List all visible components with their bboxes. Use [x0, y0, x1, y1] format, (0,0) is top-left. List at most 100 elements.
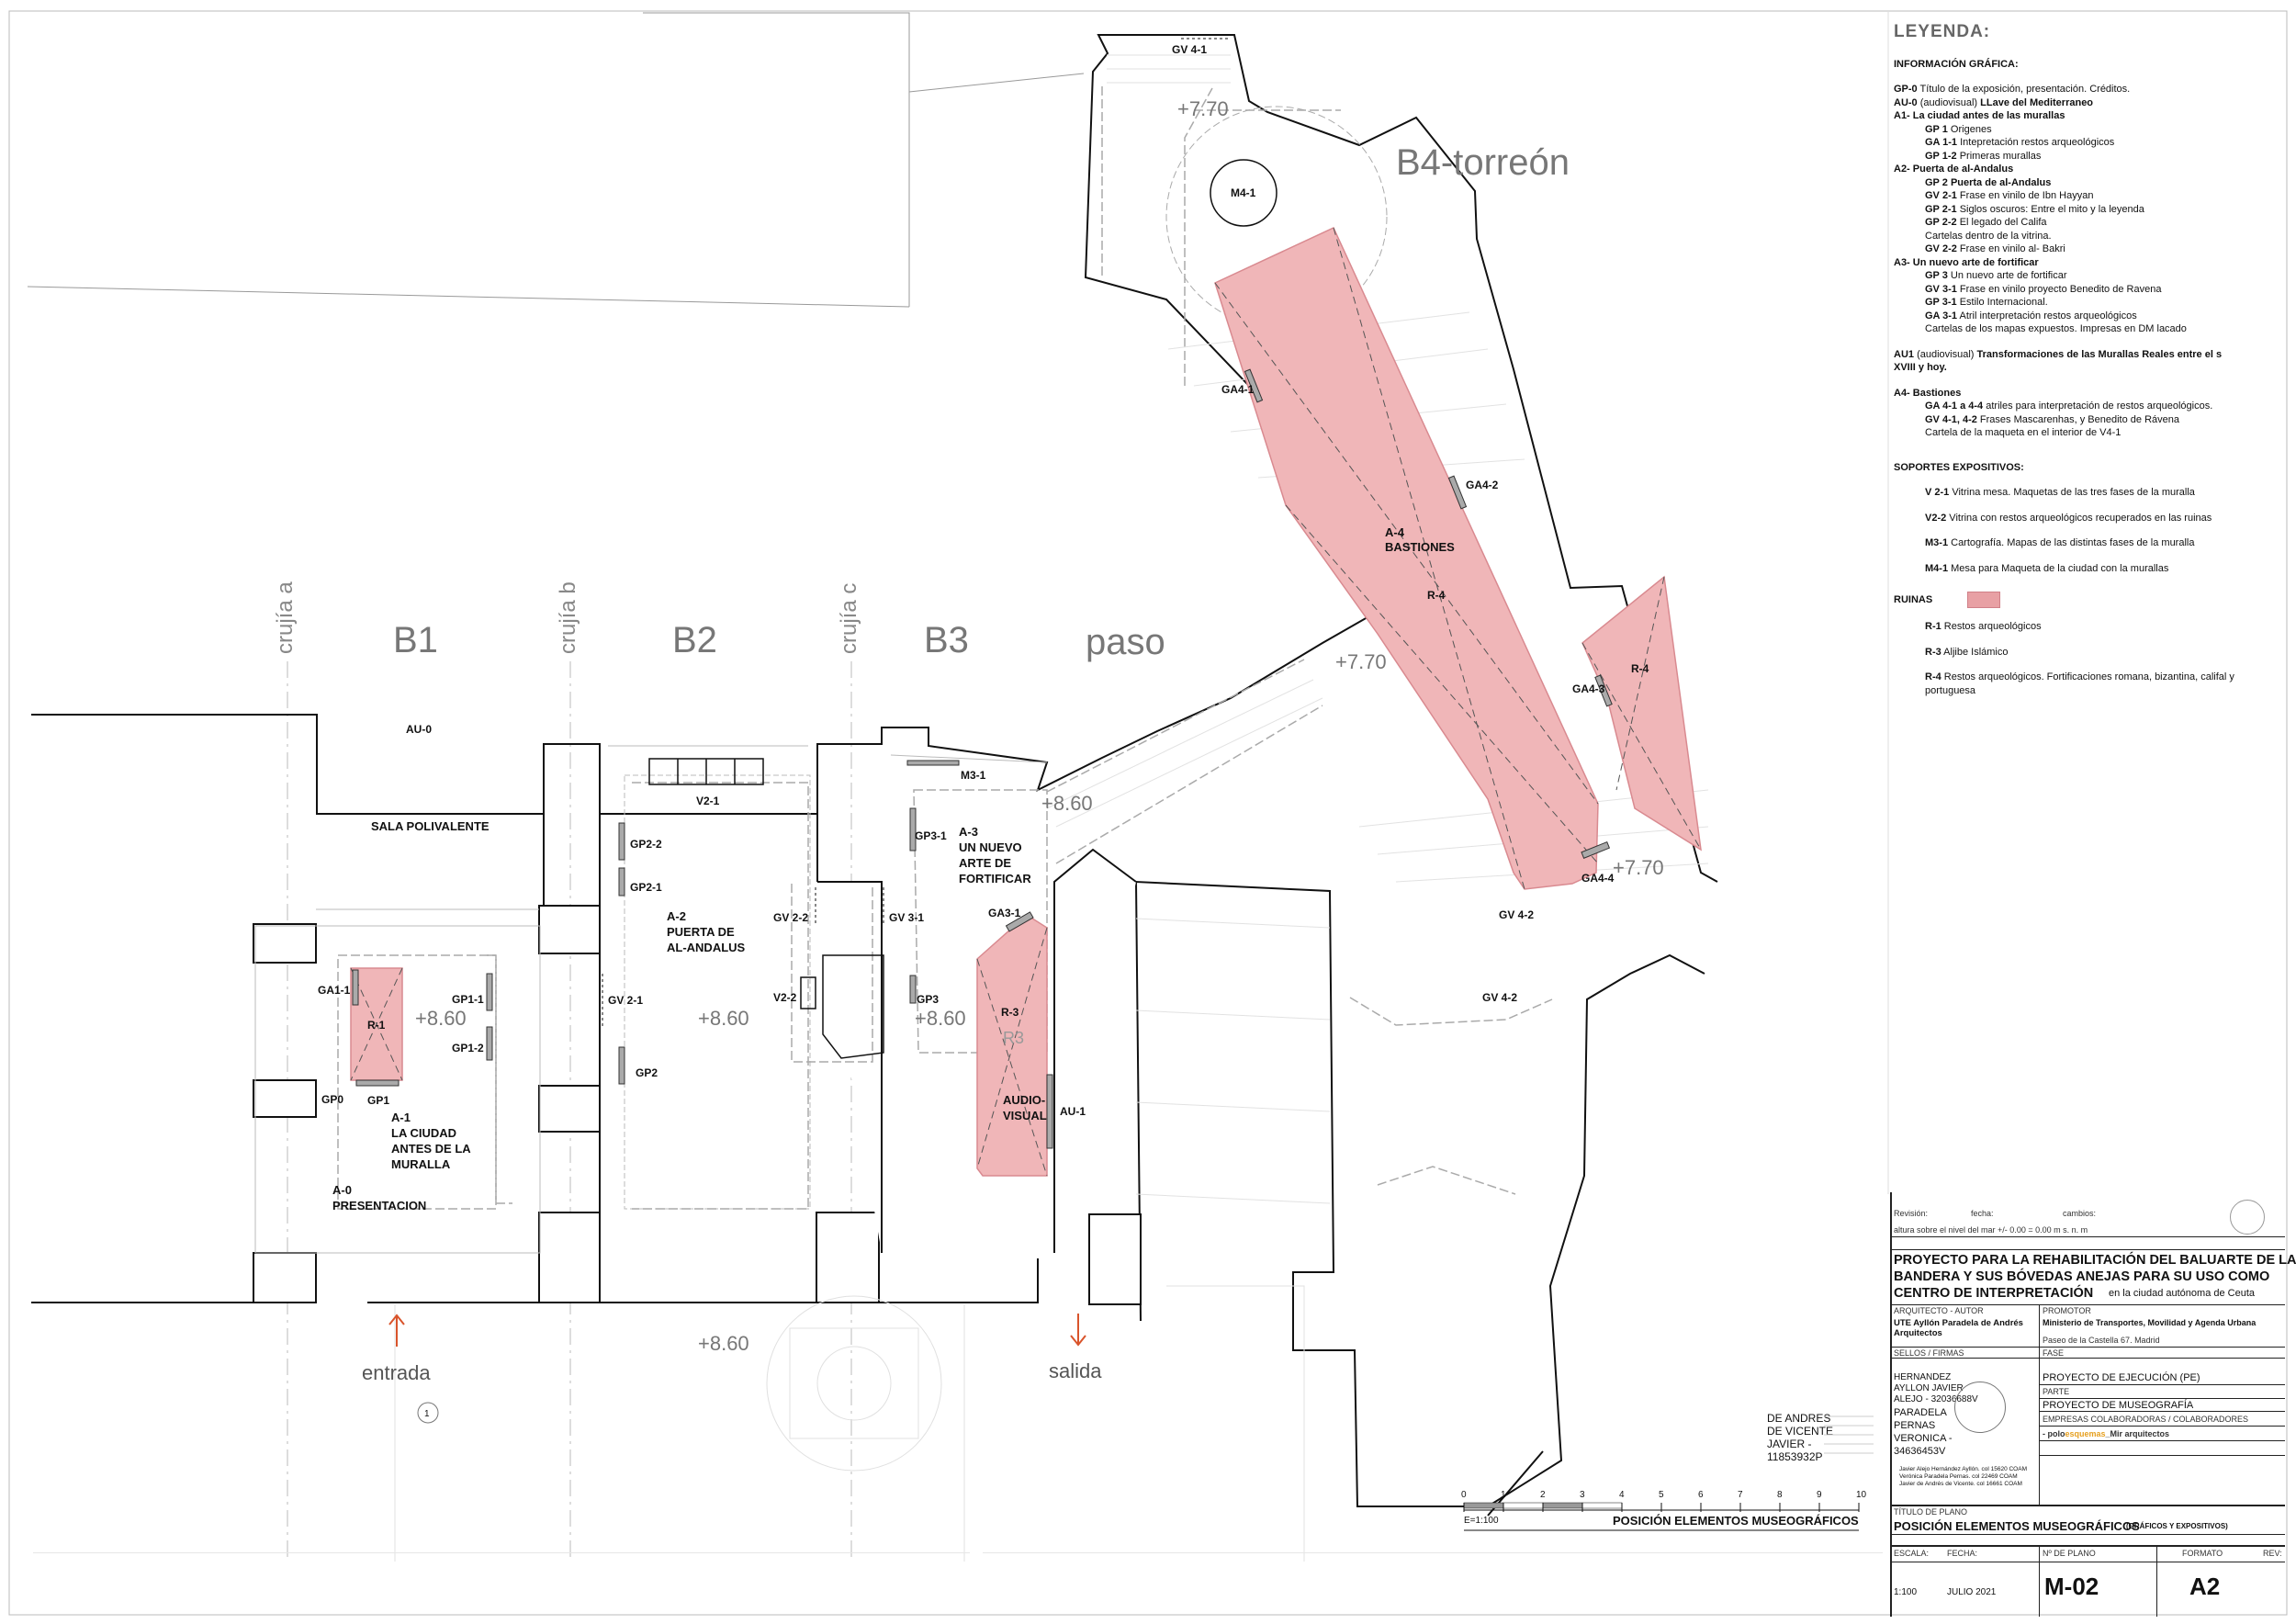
block-b2: B2: [672, 620, 717, 660]
legend-item: GP 2-2 El legado del Califa: [1894, 216, 2279, 230]
legend-item: GA 4-1 a 4-4 atriles para interpretación…: [1894, 400, 2279, 413]
legend-item: GV 2-2 Frase en vinilo al- Bakri: [1894, 242, 2279, 256]
legend-ruinas-heading: RUINAS: [1894, 593, 1933, 605]
legend-code: V2-2: [1925, 512, 1947, 524]
legend-group-a2: A2- Puerta de al-Andalus: [1894, 164, 2014, 175]
scale-tick-label: 9: [1817, 1490, 1822, 1500]
legend-code: GV 4-1, 4-2: [1925, 413, 1977, 425]
ruin-r4: [1214, 227, 1599, 890]
tb-arquitecto: Arquitectos: [1894, 1328, 1942, 1338]
legend-text: Cartelas de los mapas expuestos. Impresa…: [1925, 323, 2187, 334]
legend-text: Cartografía. Mapas de las distintas fase…: [1948, 537, 2195, 548]
axis-a: crujía a: [273, 581, 298, 654]
legend-item: Cartelas dentro de la vitrina.: [1894, 230, 2279, 243]
tb-formato: A2: [2189, 1573, 2221, 1600]
legend-code: GA 4-1 a 4-4: [1925, 400, 1984, 412]
element-ga43: GA4-3: [1572, 682, 1605, 695]
legend-item: GA 1-1 Intepretación restos arqueológico…: [1894, 136, 2279, 150]
room-a4-code: A-4: [1385, 525, 1405, 539]
legend-text: Restos arqueológicos: [1941, 621, 2042, 632]
element-ga11: GA1-1: [318, 984, 351, 997]
exit-label: salida: [1049, 1359, 1102, 1382]
room-a2-name: AL-ANDALUS: [667, 941, 746, 954]
tb-firma-note: Javier Alejo Hernández Ayllón. col 15620…: [1899, 1466, 2027, 1472]
legend-code: R-3: [1925, 646, 1941, 658]
room-a1-name: MURALLA: [391, 1157, 451, 1171]
tb-promotor-label: PROMOTOR: [2043, 1306, 2091, 1315]
element-gv41: GV 4-1: [1172, 43, 1207, 56]
legend-text: Un nuevo arte de fortificar: [1947, 270, 2067, 281]
tb-fase-label: FASE: [2043, 1348, 2065, 1358]
tb-firma-note: Javier de Andrés de Vicente. col 16661 C…: [1899, 1481, 2022, 1487]
scale-tick-label: 4: [1619, 1490, 1625, 1500]
axis-c: crujía c: [837, 583, 861, 654]
legend-code: R-4: [1925, 671, 1941, 682]
tb-project-title: BANDERA Y SUS BÓVEDAS ANEJAS PARA SU USO…: [1894, 1269, 2270, 1284]
level-mark: +8.60: [698, 1007, 749, 1030]
level-mark: +8.60: [415, 1007, 467, 1030]
north-icon: [2230, 1200, 2265, 1235]
scale-tick-label: 6: [1698, 1490, 1704, 1500]
legend-text: Primeras murallas: [1956, 150, 2042, 162]
legend-item: GV 3-1 Frase en vinilo proyecto Benedito…: [1894, 283, 2279, 297]
legend-text: Mesa para Maqueta de la ciudad con la mu…: [1948, 562, 2169, 574]
signature-name: DE VICENTE: [1767, 1425, 1833, 1438]
element-gp11: GP1-1: [452, 993, 484, 1006]
legend-item: GP 3 Un nuevo arte de fortificar: [1894, 269, 2279, 283]
element-ga44: GA4-4: [1581, 872, 1615, 885]
legend-text: (audiovisual): [1917, 96, 1981, 108]
tb-fecha-label: fecha:: [1971, 1209, 1994, 1218]
tb-fecha-label: FECHA:: [1947, 1549, 1978, 1558]
tb-promotor: Ministerio de Transportes, Movilidad y A…: [2043, 1318, 2257, 1327]
scale-tick-label: 1: [1501, 1490, 1506, 1500]
legend-group-a4: A4- Bastiones: [1894, 387, 1962, 399]
legend-code: M4-1: [1925, 562, 1949, 574]
tb-altura: altura sobre el nivel del mar +/- 0.00 =…: [1894, 1225, 2088, 1235]
element-r3-ghost: R3: [1003, 1029, 1024, 1047]
room-a3-name: UN NUEVO: [959, 840, 1022, 854]
entrance-label: entrada: [362, 1361, 431, 1384]
element-ga31: GA3-1: [988, 907, 1021, 919]
legend-code: GV 3-1: [1925, 283, 1957, 295]
room-a4-name: BASTIONES: [1385, 540, 1455, 554]
legend-text: Estilo Internacional.: [1956, 297, 2048, 308]
legend-code: GP 2-1: [1925, 203, 1957, 215]
tb-project-title: CENTRO DE INTERPRETACIÓN: [1894, 1286, 2094, 1301]
legend-text: Frase en vinilo al- Bakri: [1956, 243, 2065, 254]
tb-firma-note: Verónica Paradela Pernas. col 22469 COAM: [1899, 1473, 2018, 1480]
tb-nplano-label: Nº DE PLANO: [2043, 1549, 2096, 1558]
tb-colaborador: - poloesquemas_Mir arquitectos: [2043, 1429, 2170, 1438]
tb-firma: VERONICA -: [1894, 1433, 1953, 1444]
legend-text: XVIII y hoy.: [1894, 362, 1947, 373]
scale-tick-label: 5: [1659, 1490, 1664, 1500]
tb-fecha: JULIO 2021: [1947, 1587, 1997, 1597]
element-gp21: GP2-1: [630, 881, 662, 894]
tb-parte-label: PARTE: [2043, 1387, 2070, 1396]
legend-text: (audiovisual): [1914, 348, 1977, 360]
legend-soporte: M4-1 Mesa para Maqueta de la ciudad con …: [1894, 562, 2279, 576]
scale-label: E=1:100: [1464, 1516, 1499, 1526]
stamp-icon: [1954, 1382, 2006, 1433]
legend-code: GV 2-1: [1925, 190, 1957, 201]
element-gp3: GP3: [917, 993, 939, 1006]
legend-text: Intepretación restos arqueológicos: [1957, 137, 2115, 148]
legend-code: GV 2-2: [1925, 243, 1957, 254]
tb-colab-part: _Mir arquitectos: [2105, 1429, 2170, 1438]
notes-right: [983, 1552, 1883, 1605]
scale-tick-label: 3: [1580, 1490, 1585, 1500]
legend-text: Cartela de la maqueta en el interior de …: [1925, 427, 2122, 438]
legend-text: Cartelas dentro de la vitrina.: [1925, 230, 2052, 242]
room-a1-code: A-1: [391, 1111, 411, 1124]
element-m31: M3-1: [961, 769, 986, 782]
room-a3-code: A-3: [959, 825, 978, 839]
notes-left: [33, 1552, 970, 1605]
element-gp22: GP2-2: [630, 838, 662, 851]
legend-soporte: V2-2 Vitrina con restos arqueológicos re…: [1894, 512, 2279, 525]
signature-name: DE ANDRES: [1767, 1412, 1830, 1425]
legend: LEYENDA: INFORMACIÓN GRÁFICA: GP-0 Títul…: [1894, 23, 2279, 697]
legend-info-heading: INFORMACIÓN GRÁFICA:: [1894, 58, 2019, 70]
tb-firma: PARADELA: [1894, 1407, 1947, 1418]
tb-revision-label: Revisión:: [1894, 1209, 1929, 1218]
element-gp31: GP3-1: [915, 829, 947, 842]
